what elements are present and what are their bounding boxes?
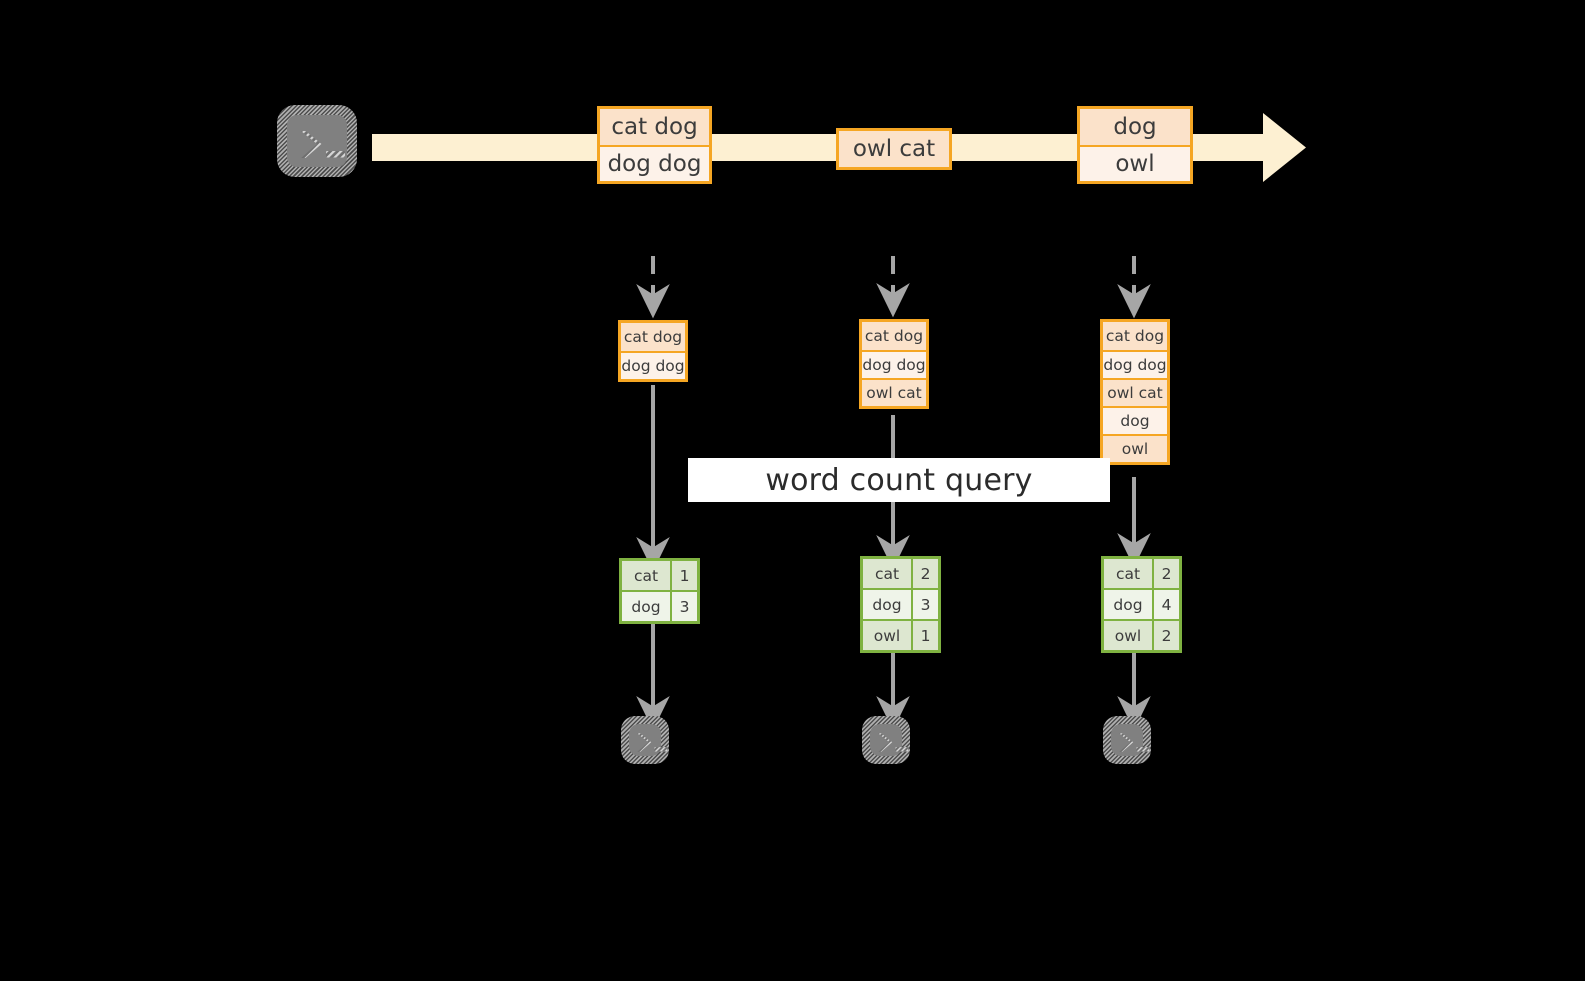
stream-event-3[interactable]: dog owl <box>1077 106 1193 184</box>
stage-1-sink-terminal-icon[interactable] <box>621 716 669 764</box>
result-word: cat <box>622 561 670 590</box>
stage-2-input-row: dog dog <box>862 350 926 378</box>
stage-3-sink-terminal-icon[interactable] <box>1103 716 1151 764</box>
result-word: cat <box>863 559 911 588</box>
result-count: 2 <box>911 559 938 588</box>
table-row: cat 2 <box>1104 559 1179 588</box>
result-count: 3 <box>911 590 938 619</box>
result-word: dog <box>1104 590 1152 619</box>
query-label: word count query <box>688 458 1110 502</box>
terminal-prompt-icon <box>295 125 353 171</box>
stage-1-input-row: cat dog <box>621 323 685 351</box>
stage-2-sink-terminal-icon[interactable] <box>862 716 910 764</box>
terminal-prompt-icon <box>874 729 914 761</box>
stage-2-input-table[interactable]: cat dog dog dog owl cat <box>859 319 929 409</box>
result-count: 3 <box>670 592 697 621</box>
result-word: owl <box>1104 621 1152 650</box>
table-row: owl 2 <box>1104 619 1179 650</box>
stage-2-input-row: owl cat <box>862 378 926 406</box>
result-word: dog <box>863 590 911 619</box>
result-count: 4 <box>1152 590 1179 619</box>
source-terminal-icon[interactable] <box>277 105 357 177</box>
stage-3-input-table[interactable]: cat dog dog dog owl cat dog owl <box>1100 319 1170 465</box>
result-word: dog <box>622 592 670 621</box>
stage-3-input-row: dog dog <box>1103 350 1167 378</box>
table-row: dog 3 <box>863 588 938 619</box>
stream-event-2-line-1: owl cat <box>839 131 949 167</box>
stage-1-input-row: dog dog <box>621 351 685 379</box>
stage-2-result-table[interactable]: cat 2 dog 3 owl 1 <box>860 556 941 653</box>
stage-3-input-row: dog <box>1103 406 1167 434</box>
stage-2-input-row: cat dog <box>862 322 926 350</box>
query-label-text: word count query <box>765 462 1033 498</box>
stream-event-1[interactable]: cat dog dog dog <box>597 106 712 184</box>
event-feed-lines <box>636 256 1151 319</box>
stage-3-result-table[interactable]: cat 2 dog 4 owl 2 <box>1101 556 1182 653</box>
table-row: owl 1 <box>863 619 938 650</box>
stream-event-1-line-2: dog dog <box>600 145 709 181</box>
stream-event-2[interactable]: owl cat <box>836 128 952 170</box>
stream-event-3-line-1: dog <box>1080 109 1190 145</box>
result-count: 1 <box>670 561 697 590</box>
terminal-prompt-icon <box>633 729 673 761</box>
stage-1-input-table[interactable]: cat dog dog dog <box>618 320 688 382</box>
result-count: 2 <box>1152 559 1179 588</box>
table-row: dog 4 <box>1104 588 1179 619</box>
stream-event-1-line-1: cat dog <box>600 109 709 145</box>
stage-3-input-row: owl cat <box>1103 378 1167 406</box>
table-row: cat 1 <box>622 561 697 590</box>
result-word: cat <box>1104 559 1152 588</box>
stage-3-input-row: owl <box>1103 434 1167 462</box>
terminal-prompt-icon <box>1115 729 1155 761</box>
stage-3-input-row: cat dog <box>1103 322 1167 350</box>
stage-1-result-table[interactable]: cat 1 dog 3 <box>619 558 700 624</box>
result-word: owl <box>863 621 911 650</box>
table-row: cat 2 <box>863 559 938 588</box>
result-count: 2 <box>1152 621 1179 650</box>
result-count: 1 <box>911 621 938 650</box>
stream-event-3-line-2: owl <box>1080 145 1190 181</box>
table-row: dog 3 <box>622 590 697 621</box>
